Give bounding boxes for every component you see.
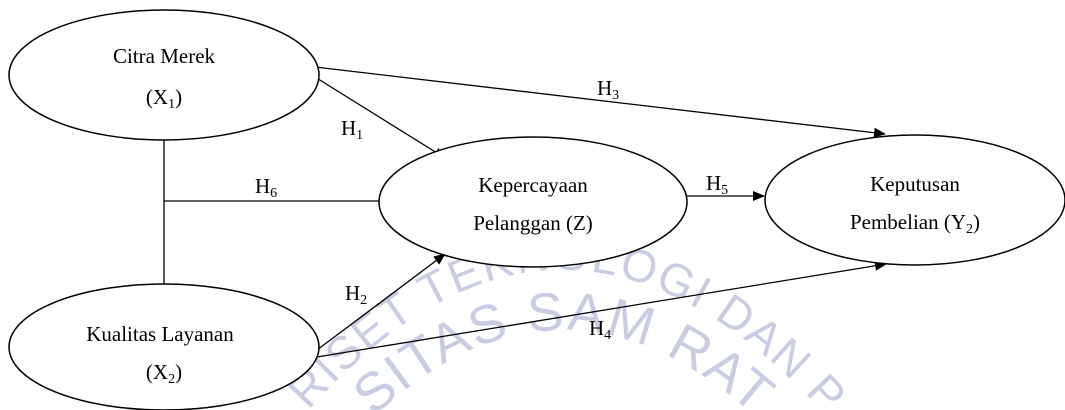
node-kualitas-layanan: Kualitas Layanan (X2) <box>8 283 320 410</box>
edge-h3 <box>314 66 886 138</box>
node-kepercayaan-pelanggan: Kepercayaan Pelanggan (Z) <box>378 136 688 268</box>
node-kepercayaan-title: Kepercayaan <box>478 173 588 197</box>
label-h5: H5 <box>706 171 728 198</box>
label-h2: H2 <box>345 281 367 308</box>
label-h6: H6 <box>255 174 277 201</box>
node-keputusan-pembelian: Keputusan Pembelian (Y2) <box>764 134 1065 266</box>
node-citra-merek: Citra Merek (X1) <box>8 9 320 141</box>
node-keputusan-code: Pembelian (Y2) <box>850 210 980 237</box>
label-h4: H4 <box>589 316 611 343</box>
node-kualitas-layanan-code: (X2) <box>146 360 182 387</box>
node-citra-merek-code: (X1) <box>146 85 182 112</box>
node-citra-merek-title: Citra Merek <box>113 44 216 68</box>
edge-h2 <box>316 253 446 351</box>
node-kepercayaan-code: Pelanggan (Z) <box>473 211 593 235</box>
node-keputusan-title: Keputusan <box>870 172 960 196</box>
label-h3: H3 <box>597 76 619 103</box>
node-kualitas-layanan-title: Kualitas Layanan <box>86 322 234 346</box>
edge-h1 <box>314 76 446 159</box>
edge-h4 <box>316 260 887 358</box>
label-h1: H1 <box>341 116 363 143</box>
